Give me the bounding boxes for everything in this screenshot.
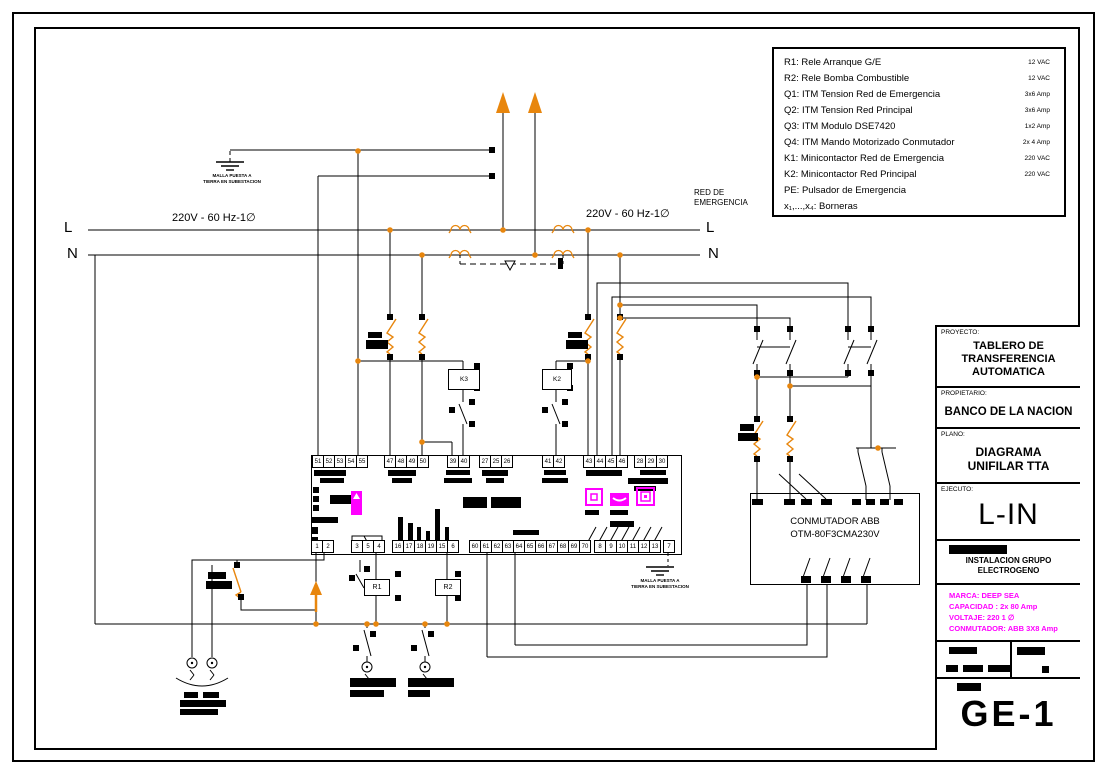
terminal-cell: 13 bbox=[649, 540, 661, 553]
terminal-cell: 55 bbox=[356, 455, 368, 468]
terminal-cell: 50 bbox=[417, 455, 429, 468]
titleblock-revision bbox=[937, 642, 1080, 679]
ground-icon-bottom bbox=[645, 566, 675, 576]
linkage-end bbox=[558, 258, 563, 269]
terminal-cell: 62 bbox=[491, 540, 503, 553]
redacted-labels bbox=[180, 332, 758, 715]
spec-marca: MARCA: DEEP SEA bbox=[949, 591, 1020, 600]
red-emergencia-label: RED DE EMERGENCIA bbox=[694, 188, 748, 207]
terminal-cell: 9 bbox=[605, 540, 617, 553]
phase-l-right: L bbox=[706, 219, 715, 236]
phase-l-left: L bbox=[64, 219, 73, 236]
conmutador-box bbox=[750, 493, 920, 585]
linkage-triangle-icon bbox=[504, 260, 516, 272]
terminal-cell: 46 bbox=[616, 455, 628, 468]
conmutador-internals bbox=[752, 499, 903, 583]
terminal-cell: 2 bbox=[322, 540, 334, 553]
terminal-cell: 40 bbox=[458, 455, 470, 468]
ground-icon-top bbox=[215, 161, 245, 171]
legend-row: PE: Pulsador de Emergencia bbox=[784, 184, 906, 196]
title-block: PROYECTO: TABLERO DE TRANSFERENCIA AUTOM… bbox=[935, 325, 1080, 750]
terminal-cell: 26 bbox=[501, 455, 513, 468]
relay-r1: R1 bbox=[364, 579, 390, 596]
terminal-cell: 65 bbox=[524, 540, 536, 553]
phase-n-left: N bbox=[67, 245, 78, 262]
terminal-cell: 8 bbox=[594, 540, 606, 553]
ground-label-bottom: MALLA PUESTA A TIERRA EN SUBESTACION bbox=[631, 578, 689, 589]
conmutador-label: CONMUTADOR ABB OTM-80F3CMA230V bbox=[790, 516, 880, 540]
terminal-cell: 6 bbox=[447, 540, 459, 553]
titleblock-plano: PLANO: DIAGRAMA UNIFILAR TTA bbox=[937, 429, 1080, 484]
redacted-text bbox=[949, 545, 1007, 554]
spec-capacidad: CAPACIDAD : 2x 80 Amp bbox=[949, 602, 1038, 611]
titleblock-proyecto: PROYECTO: TABLERO DE TRANSFERENCIA AUTOM… bbox=[937, 327, 1080, 388]
terminal-cell: 5 bbox=[362, 540, 374, 553]
terminal-squares bbox=[349, 147, 573, 651]
outer-frame bbox=[12, 12, 1095, 762]
voltage-label-right: 220V - 60 Hz-1∅ bbox=[586, 208, 670, 220]
spec-voltaje: VOLTAJE: 220 1 ∅ bbox=[949, 613, 1015, 622]
ground-label-top: MALLA PUESTA A TIERRA EN SUBESTACION bbox=[203, 173, 261, 184]
contactor-icons bbox=[752, 325, 878, 377]
terminal-cell: 63 bbox=[502, 540, 514, 553]
terminal-cell: 4 bbox=[373, 540, 385, 553]
terminal-cell: 16 bbox=[392, 540, 404, 553]
connector-circles bbox=[175, 657, 431, 687]
terminal-cell: 69 bbox=[568, 540, 580, 553]
feeder-arrow-icons bbox=[310, 92, 542, 595]
titleblock-code: GE-1 bbox=[937, 679, 1080, 746]
spec-conmutador: CONMUTADOR: ABB 3X8 Amp bbox=[949, 624, 1058, 633]
legend-row: x₁,...,x₄: Borneras bbox=[784, 200, 858, 212]
coil-k2: K2 bbox=[542, 369, 572, 390]
terminal-cell: 15 bbox=[436, 540, 448, 553]
terminal-cell: 7 bbox=[663, 540, 675, 553]
coil-k3: K3 bbox=[448, 369, 480, 390]
voltage-label-left: 220V - 60 Hz-1∅ bbox=[172, 212, 256, 224]
terminal-cell: 49 bbox=[406, 455, 418, 468]
phase-n-right: N bbox=[708, 245, 719, 262]
titleblock-ejecuto: EJECUTO: L-IN bbox=[937, 484, 1080, 541]
terminal-cell: 30 bbox=[656, 455, 668, 468]
terminal-cell: 43 bbox=[583, 455, 595, 468]
sheet-code: GE-1 bbox=[960, 693, 1057, 734]
terminal-group: 7 bbox=[663, 540, 675, 553]
terminal-cell: 70 bbox=[579, 540, 591, 553]
relay-r2: R2 bbox=[435, 579, 461, 596]
titleblock-specs: MARCA: DEEP SEA CAPACIDAD : 2x 80 Amp VO… bbox=[937, 585, 1080, 642]
terminal-cell: 42 bbox=[553, 455, 565, 468]
titleblock-instalacion: INSTALACION GRUPO ELECTROGENO bbox=[937, 541, 1080, 585]
titleblock-propietario: PROPIETARIO: BANCO DE LA NACION bbox=[937, 388, 1080, 429]
